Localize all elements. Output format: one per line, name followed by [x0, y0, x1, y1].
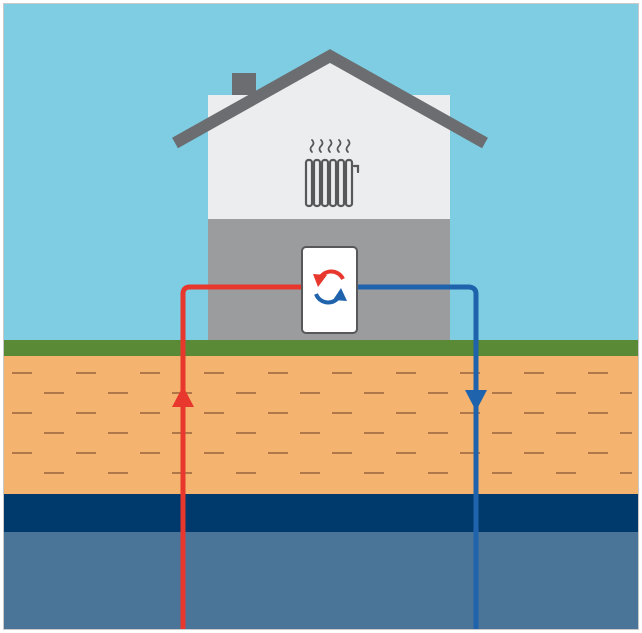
radiator-valve — [352, 164, 360, 174]
heat-pump-unit — [301, 246, 358, 334]
cycle-arrow-blue-head — [333, 288, 347, 301]
radiator-fin — [320, 158, 330, 208]
grass-strip — [4, 340, 638, 356]
radiator-fin — [344, 158, 354, 208]
heat-wave — [309, 139, 315, 153]
arrow-down-icon — [465, 390, 487, 411]
radiator-fin — [304, 158, 314, 208]
heat-wave — [318, 139, 324, 153]
aquifer-layer — [4, 494, 638, 532]
hot-pipe — [180, 284, 303, 629]
cycle-arrow-red-head — [313, 274, 327, 287]
arrow-up-icon — [172, 386, 194, 407]
groundwater-layer — [4, 532, 638, 629]
radiator-fin — [328, 158, 338, 208]
heat-waves-icon — [309, 139, 351, 153]
house-gable — [208, 63, 450, 130]
cycle-arrows-icon — [313, 269, 347, 305]
cold-pipe — [356, 284, 479, 629]
radiator-fin — [312, 158, 322, 208]
heat-wave — [327, 139, 333, 153]
soil-layer — [4, 356, 638, 494]
soil-texture — [12, 372, 632, 474]
roof — [172, 49, 488, 149]
radiator-icon — [304, 158, 360, 208]
heat-wave — [336, 139, 342, 153]
image-frame — [3, 3, 639, 630]
radiator-fin — [336, 158, 346, 208]
heat-wave — [345, 139, 351, 153]
